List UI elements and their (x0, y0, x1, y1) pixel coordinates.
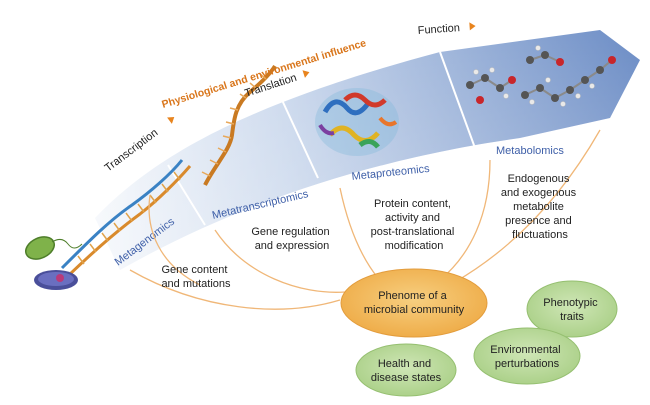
metabolomics-description: Endogenous and exogenous metabolite pres… (501, 173, 579, 241)
svg-text:Function: Function (417, 22, 460, 37)
svg-text:Transcription: Transcription (103, 127, 161, 175)
svg-text:Health and disease state: Health and disease states (371, 358, 442, 384)
phenotypic-traits-bubble: Phenotypic traits (526, 280, 618, 338)
phenome-label: Phenome of a microbial community (364, 290, 465, 316)
metatranscriptomics-description: Gene regulation and expression (251, 226, 332, 252)
metabolite-molecules-illustration (466, 45, 616, 107)
transcription-arrow-icon (167, 117, 175, 124)
band-divider (281, 99, 319, 179)
environmental-perturbations-bubble: Environmental perturbations (473, 327, 581, 385)
band-divider (167, 164, 206, 226)
host-cell-illustration (34, 270, 78, 290)
translation-arrow-icon (302, 70, 310, 78)
protein-structure-illustration (315, 88, 399, 156)
band-divider (439, 51, 476, 149)
dna-helix-illustration (60, 64, 277, 278)
metabolomics-label: Metabolomics (496, 145, 564, 157)
svg-text:Phenotypic traits: Phenotypic traits (543, 297, 601, 323)
metagenomics-description: Gene content and mutations (161, 264, 231, 290)
bacterium-illustration (25, 236, 83, 260)
function-arrow-icon (469, 22, 476, 31)
health-disease-bubble: Health and disease states (355, 343, 457, 397)
svg-text:Environmental perturbati: Environmental perturbations (490, 344, 563, 370)
metaproteomics-description: Protein content, activity and post-trans… (371, 198, 458, 252)
connector-curves (129, 129, 601, 310)
phenome-bubble: Phenome of a microbial community (340, 268, 488, 338)
function-label: Function (417, 22, 476, 37)
